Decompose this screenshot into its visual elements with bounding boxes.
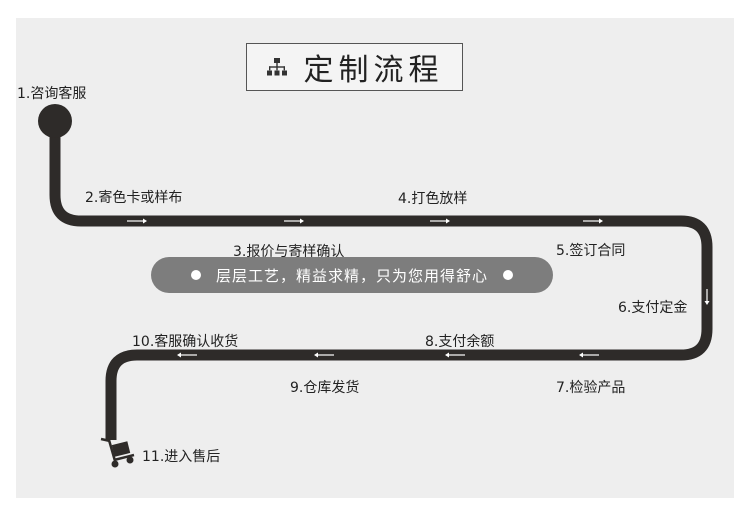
arrow-left-icon <box>445 352 465 358</box>
hand-truck-icon <box>100 437 135 468</box>
arrow-right-icon <box>583 218 603 224</box>
banner-dot-right <box>503 270 513 280</box>
slogan-banner: 层层工艺，精益求精，只为您用得舒心 <box>151 257 553 293</box>
page-title: 定制流程 <box>303 53 444 88</box>
arrow-right-icon <box>284 218 304 224</box>
step-7-label: 7.检验产品 <box>556 380 626 396</box>
arrow-right-icon <box>127 218 147 224</box>
step-2-label: 2.寄色卡或样布 <box>85 190 183 206</box>
arrow-left-icon <box>177 352 197 358</box>
step-10-label: 10.客服确认收货 <box>132 334 239 350</box>
step-1-label: 1.咨询客服 <box>17 86 87 102</box>
track-line <box>49 122 713 440</box>
step-3-label: 3.报价与寄样确认 <box>233 244 345 260</box>
arrow-left-icon <box>579 352 599 358</box>
title-box: 定制流程 <box>246 43 463 91</box>
step-5-label: 5.签订合同 <box>556 243 626 259</box>
start-node-icon <box>38 104 72 138</box>
arrow-down-icon <box>704 289 710 305</box>
step-4-label: 4.打色放样 <box>398 191 468 207</box>
slogan-text: 层层工艺，精益求精，只为您用得舒心 <box>215 266 488 285</box>
org-chart-icon <box>266 58 287 76</box>
step-6-label: 6.支付定金 <box>618 300 688 316</box>
arrow-left-icon <box>314 352 334 358</box>
arrow-right-icon <box>430 218 450 224</box>
banner-dot-left <box>191 270 201 280</box>
step-11-label: 11.进入售后 <box>142 449 221 465</box>
step-9-label: 9.仓库发货 <box>290 380 360 396</box>
step-8-label: 8.支付余额 <box>425 334 495 350</box>
